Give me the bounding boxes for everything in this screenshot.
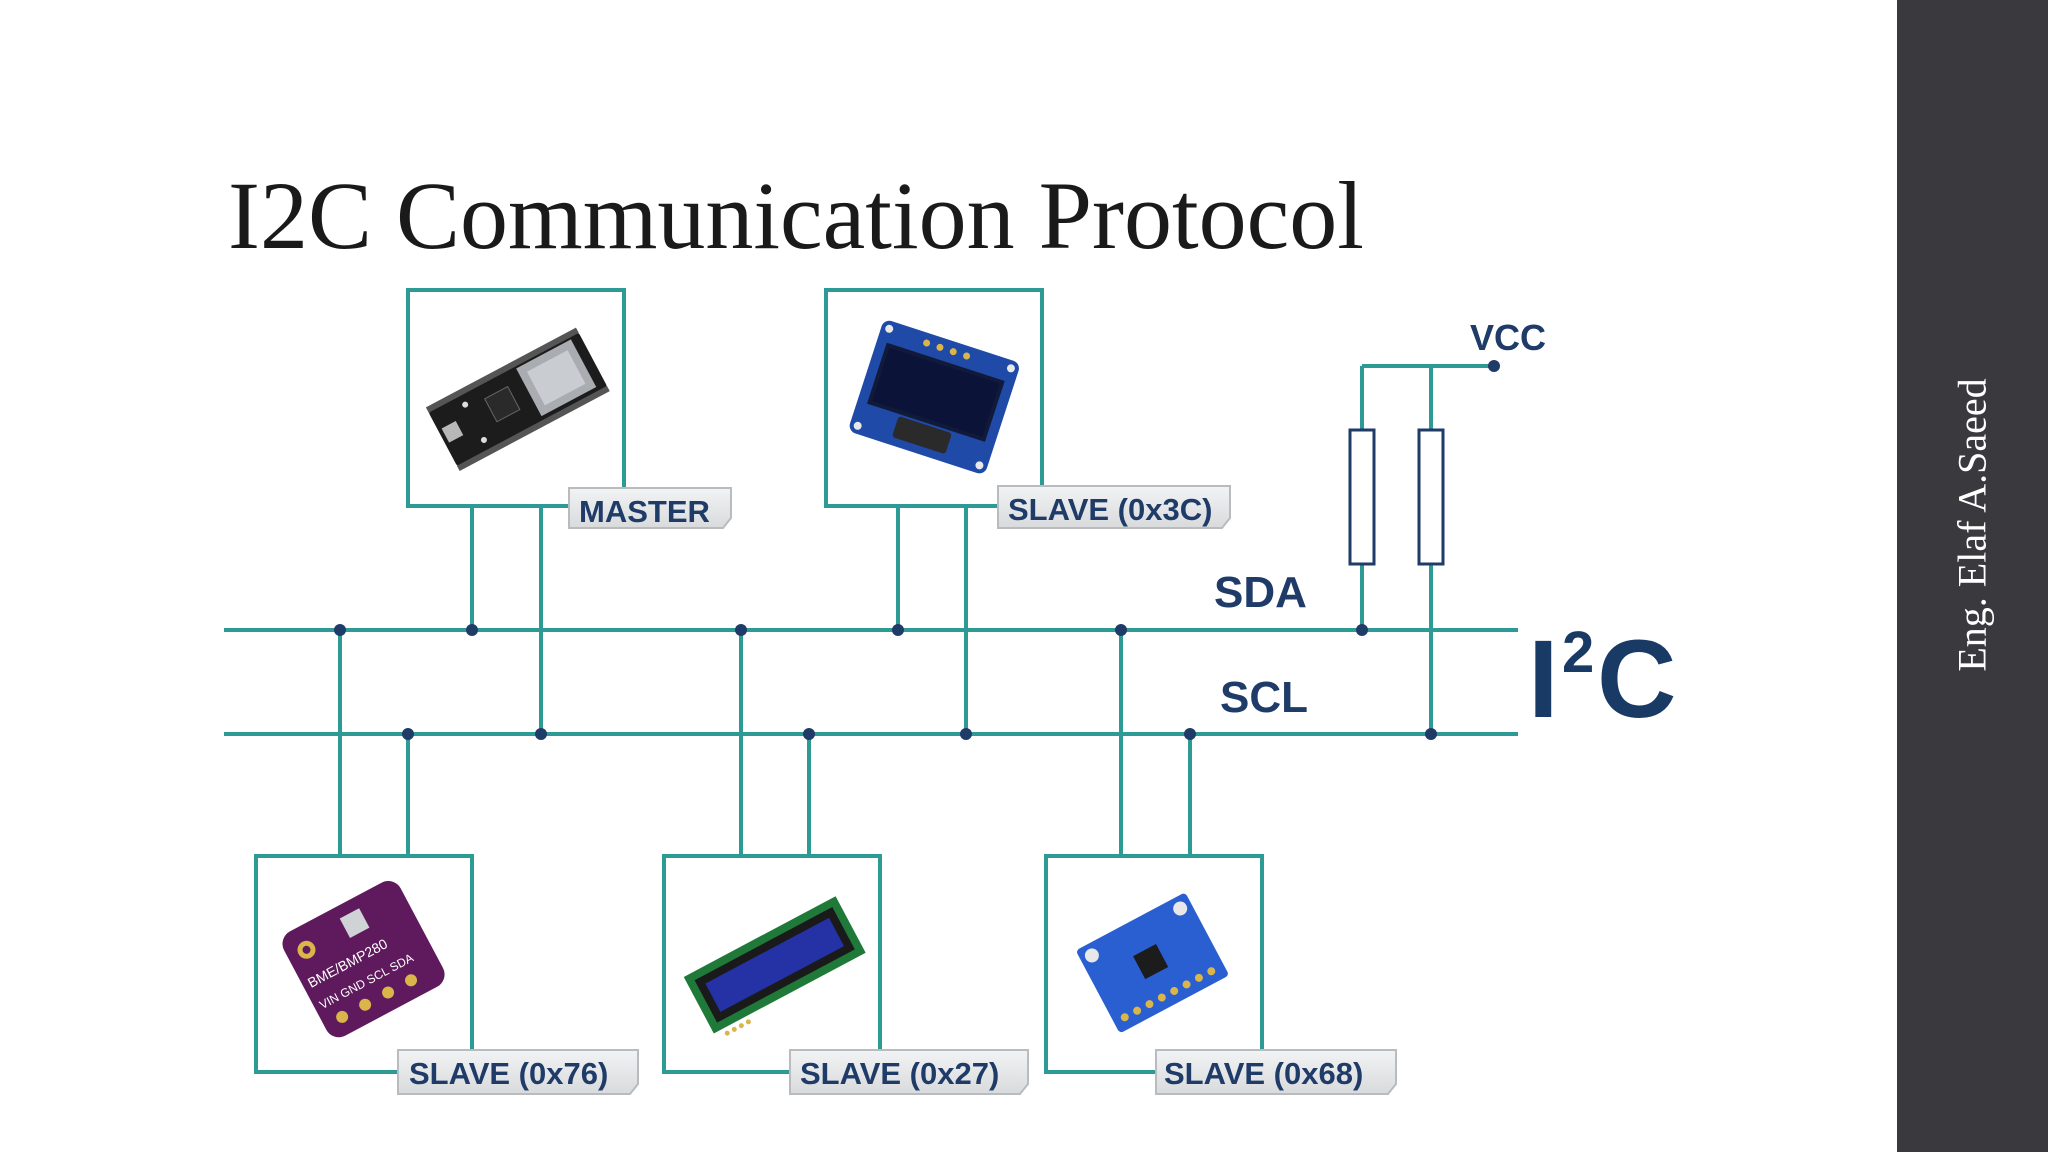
oled-tag: SLAVE (0x3C) [997,485,1231,529]
bme280-board-image: BME/BMP280 VIN GND SCL SDA [282,880,445,1038]
pullup-resistor-scl [1417,428,1445,566]
bme-box [254,854,474,1074]
i2c-logo: I 2 C [1528,618,1676,741]
junction-dots [334,360,1500,740]
lcd-box [662,854,882,1074]
master-label: MASTER [579,494,710,529]
i2c-logo-superscript: 2 [1562,620,1594,685]
slide-title: I2C Communication Protocol [228,162,1364,269]
mpu-tag: SLAVE (0x68) [1155,1049,1397,1095]
author-sidebar [1897,0,2048,1152]
oled-label: SLAVE (0x3C) [1008,492,1212,527]
mpu6050-image [1077,893,1228,1033]
bus-wires [224,364,1518,856]
lcd-label: SLAVE (0x27) [800,1056,999,1091]
i2c-logo-c: C [1597,618,1676,741]
pullup-resistor-sda [1348,428,1376,566]
lcd-1602-image [683,896,866,1036]
mpu-box [1044,854,1264,1074]
esp32-board-image [425,327,610,471]
master-box [406,288,626,508]
scl-label: SCL [1220,673,1308,722]
master-tag: MASTER [568,487,732,529]
vcc-label: VCC [1470,317,1546,358]
mpu-label: SLAVE (0x68) [1164,1056,1363,1091]
i2c-bus-diagram: VCC SDA SCL I 2 C [224,288,1676,1095]
i2c-logo-i: I [1528,618,1559,741]
bme-tag: SLAVE (0x76) [397,1049,639,1095]
oled-display-image [849,320,1019,474]
bme-label: SLAVE (0x76) [409,1056,608,1091]
oled-box [824,288,1044,508]
lcd-tag: SLAVE (0x27) [789,1049,1029,1095]
sda-label: SDA [1214,568,1307,617]
author-name: Eng. Elaf A.Saeed [1949,378,1995,672]
